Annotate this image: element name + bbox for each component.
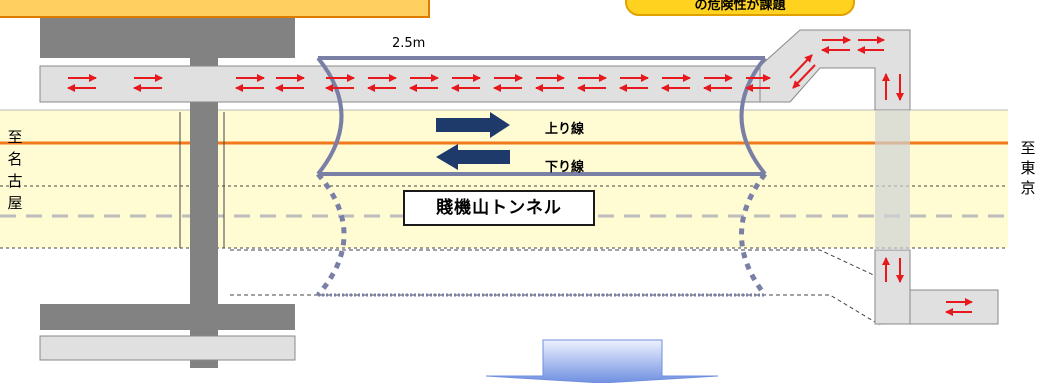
overpass-column (875, 110, 910, 250)
direction-arrows (436, 112, 510, 170)
pedestrian-path (39, 29, 999, 361)
tunnel-name-label: 賤機山トンネル (403, 190, 595, 226)
title-banner (0, 0, 430, 18)
flow-arrows-top (67, 36, 973, 316)
up-line-arrow-icon (436, 112, 510, 138)
grey-structures (40, 18, 295, 368)
tunnel-shape (316, 56, 767, 297)
callout-text: の危険性が課題 (694, 0, 786, 13)
to-tokyo-label: 至東京 (1020, 139, 1036, 197)
to-nagoya-label: 至名古屋 (7, 128, 23, 212)
down-line-label: 下り線 (545, 160, 585, 175)
dimension-label: 2.5m (392, 36, 426, 51)
proceed-down-arrow-icon (485, 339, 719, 383)
up-line-label: 上り線 (545, 122, 585, 137)
risk-callout: の危険性が課題 (625, 0, 855, 16)
down-line-arrow-icon (436, 144, 510, 170)
road-gap (179, 112, 225, 248)
main-road (0, 109, 1008, 249)
widening-outline (230, 249, 881, 326)
